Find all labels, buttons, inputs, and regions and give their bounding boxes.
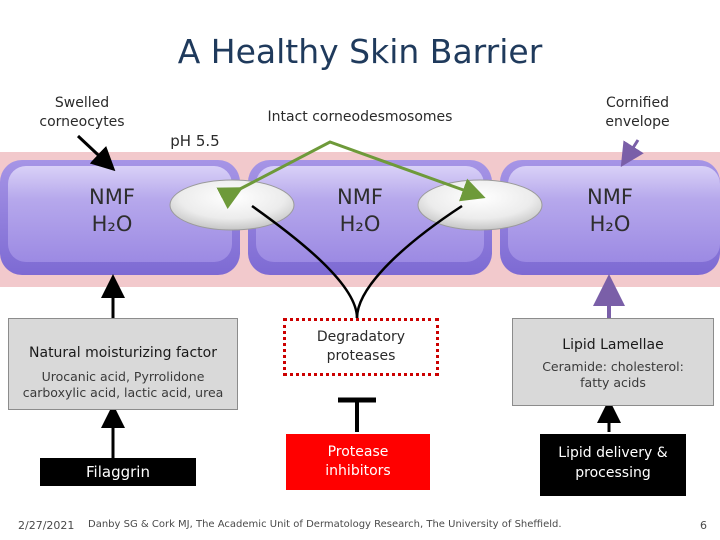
nmf-box-detail: Urocanic acid, Pyrrolidone carboxylic ac… <box>22 369 224 401</box>
slide-title: A Healthy Skin Barrier <box>177 32 543 71</box>
cell-middle-text: NMF H₂O <box>320 184 400 239</box>
lipid-delivery-box: Lipid delivery & processing <box>540 434 686 496</box>
cornified-arrow <box>620 139 644 168</box>
filaggrin-text: Filaggrin <box>86 463 150 481</box>
footer-date: 2/27/2021 <box>18 519 75 532</box>
protease-arc-left <box>251 204 359 319</box>
cell-left-nmf: NMF <box>89 185 135 209</box>
lipid-lamellae-box: Lipid Lamellae Ceramide: cholesterol: fa… <box>512 318 714 406</box>
swelled-arrow <box>76 134 116 172</box>
intact-corneodesmosomes-label: Intact corneodesmosomes <box>267 109 453 125</box>
cell-right-text: NMF H₂O <box>570 184 650 239</box>
cell-left-water: H₂O <box>91 212 133 237</box>
swelled-corneocytes-label: Swelled corneocytes <box>39 95 125 130</box>
lipid-delivery-text: Lipid delivery & processing <box>558 445 668 481</box>
proteases-text: Degradatory proteases <box>316 329 406 364</box>
protease-inhibitors-text: Protease inhibitors <box>325 444 391 479</box>
cornified-envelope-label: Cornified envelope <box>605 95 670 130</box>
cell-right-water: H₂O <box>589 212 631 237</box>
cell-right-nmf: NMF <box>587 185 633 209</box>
lipid-lamellae-detail: Ceramide: cholesterol: fatty acids <box>542 359 684 391</box>
nmf-box-title: Natural moisturizing factor <box>29 345 217 361</box>
corneocyte-right <box>500 160 720 275</box>
protease-arc-right <box>355 204 463 319</box>
page-number: 6 <box>700 519 707 532</box>
cell-middle-water: H₂O <box>339 212 381 237</box>
corneodesmosome-arrows <box>216 140 486 209</box>
cell-left-text: NMF H₂O <box>72 184 152 239</box>
nmf-box: Natural moisturizing factor Urocanic aci… <box>8 318 238 410</box>
ph-label: pH 5.5 <box>170 132 220 150</box>
filaggrin-box: Filaggrin <box>40 458 196 486</box>
lipid-lamellae-title: Lipid Lamellae <box>562 337 664 353</box>
footer-citation: Danby SG & Cork MJ, The Academic Unit of… <box>88 519 562 530</box>
protease-inhibitors-box: Protease inhibitors <box>286 434 430 490</box>
proteases-box: Degradatory proteases <box>283 318 439 376</box>
corneocyte-left <box>0 160 240 275</box>
cell-middle-nmf: NMF <box>337 185 383 209</box>
